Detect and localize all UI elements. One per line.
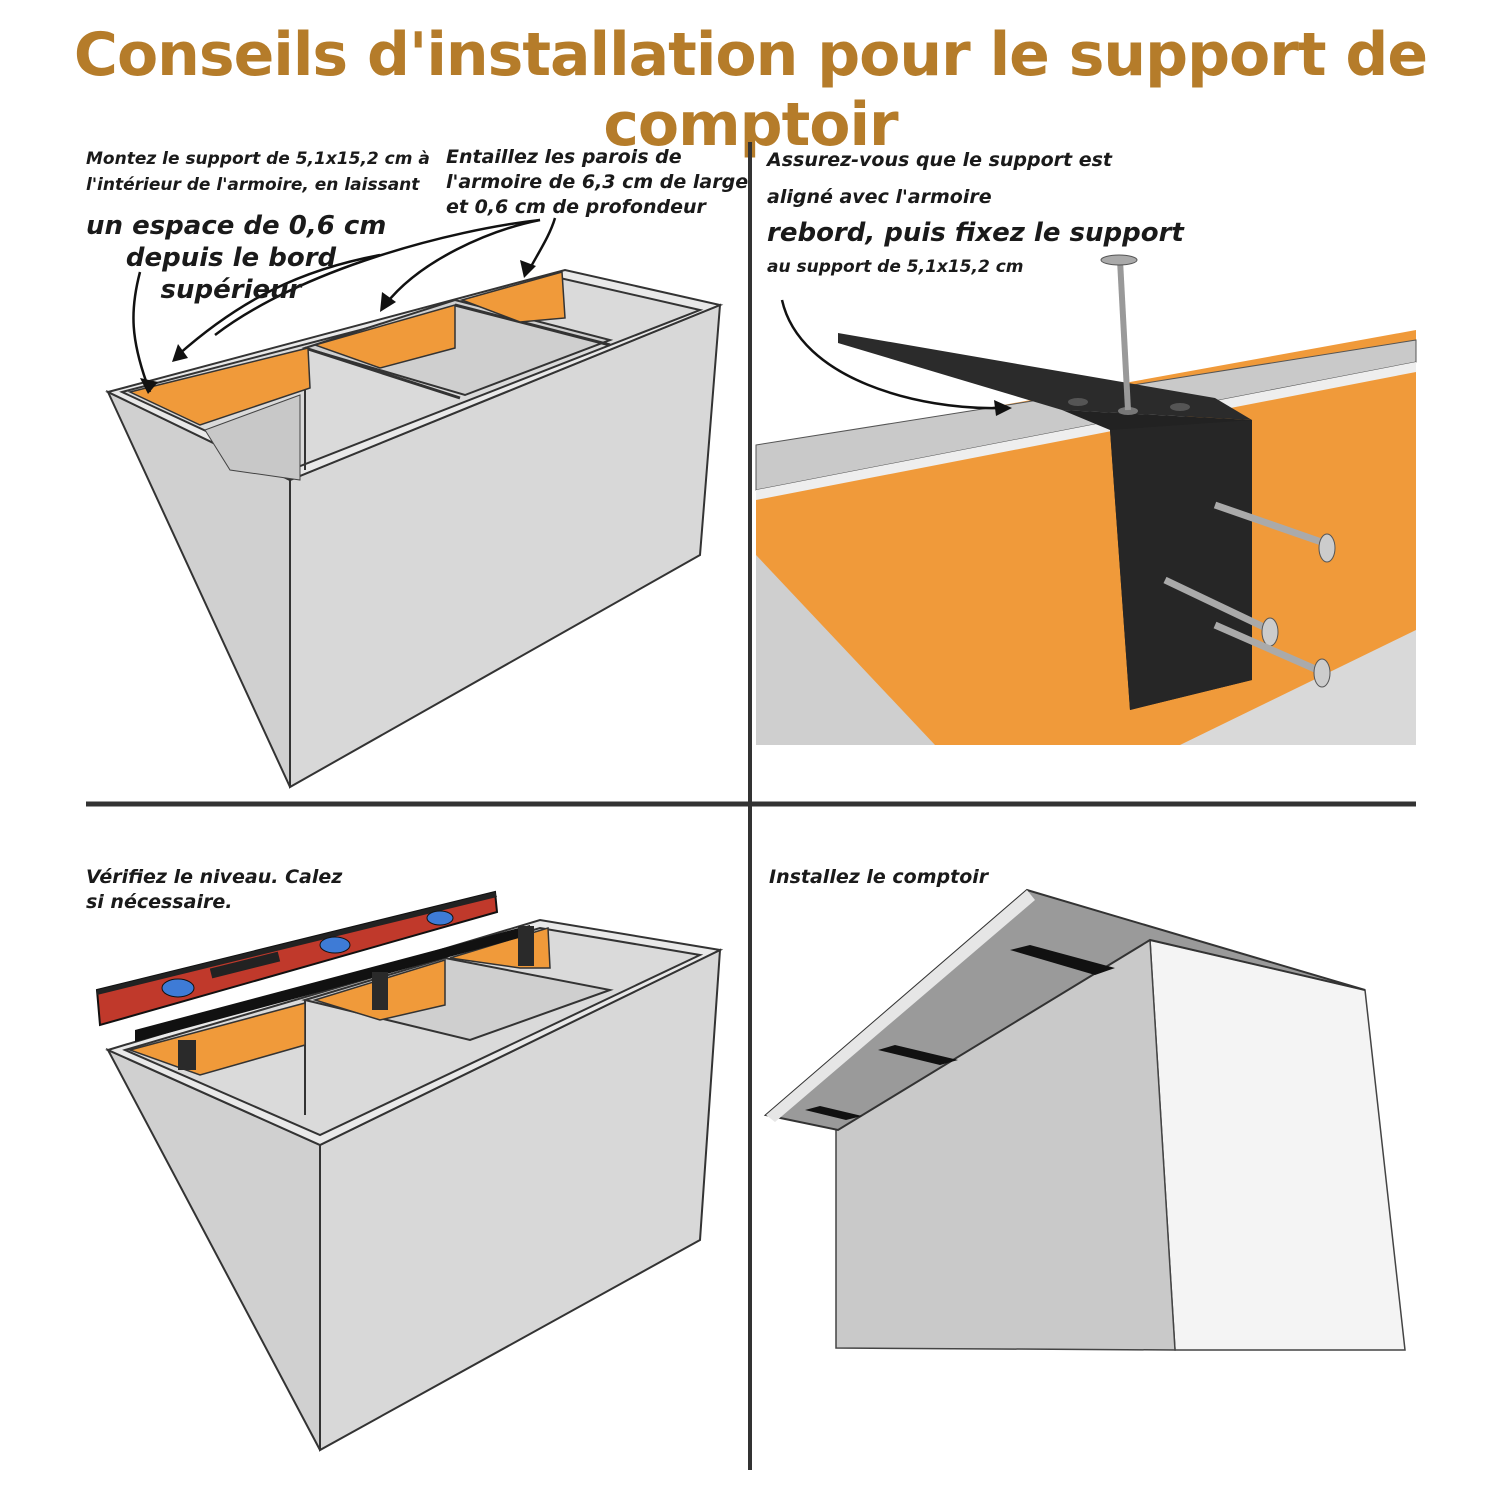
gap-note-line3: supérieur bbox=[160, 275, 302, 305]
countertop-note: Installez le comptoir bbox=[769, 866, 989, 888]
panel-bracket-closeup bbox=[755, 254, 1417, 745]
mount-note-line1: Montez le support de 5,1x15,2 cm à bbox=[86, 149, 430, 169]
notch-note-line3: et 0,6 cm de profondeur bbox=[446, 196, 706, 218]
gap-note-line2: depuis le bord bbox=[125, 243, 337, 273]
panel-countertop bbox=[763, 888, 1406, 1351]
align-note-line4: au support de 5,1x15,2 cm bbox=[767, 257, 1024, 277]
panel-level-check bbox=[95, 890, 724, 1452]
level-note-line2: si nécessaire. bbox=[86, 891, 233, 913]
notch-note-line2: l'armoire de 6,3 cm de large bbox=[446, 171, 749, 193]
align-note-line1: Assurez-vous que le support est bbox=[767, 149, 1113, 171]
level-note-line1: Vérifiez le niveau. Calez bbox=[86, 866, 343, 888]
gap-note-line1: un espace de 0,6 cm bbox=[86, 211, 387, 241]
page-title: Conseils d'installation pour le support … bbox=[73, 20, 1428, 160]
panel-mount-cabinet bbox=[105, 217, 724, 789]
notch-note-line1: Entaillez les parois de bbox=[446, 146, 682, 168]
align-note-line3: rebord, puis fixez le support bbox=[767, 218, 1184, 248]
align-note-line2: aligné avec l'armoire bbox=[767, 186, 992, 208]
mount-note-line2: l'intérieur de l'armoire, en laissant bbox=[86, 175, 420, 195]
